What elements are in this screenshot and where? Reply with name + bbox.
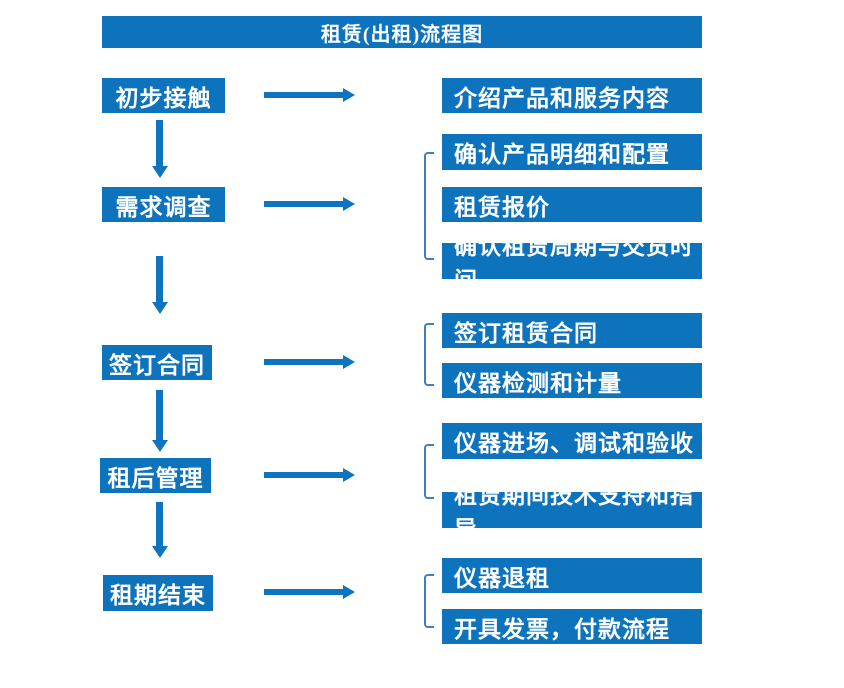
step-box-4: 租后管理	[100, 458, 211, 493]
group-bracket-2	[424, 323, 434, 386]
arrow-shaft	[264, 201, 344, 207]
detail-box-3: 租赁报价	[442, 187, 702, 222]
arrow-head-icon	[343, 355, 355, 369]
step-box-5: 租期结束	[103, 575, 213, 611]
detail-box-8: 租赁期间技术支持和指导	[442, 483, 702, 542]
arrow-head-icon	[152, 546, 168, 558]
arrow-head-icon	[152, 166, 168, 178]
right-arrow-1	[264, 88, 355, 102]
arrow-shaft	[264, 589, 344, 595]
arrow-shaft	[156, 390, 163, 442]
arrow-head-icon	[343, 88, 355, 102]
detail-box-5: 签订租赁合同	[442, 313, 702, 348]
group-bracket-1	[424, 152, 434, 260]
arrow-head-icon	[343, 468, 355, 482]
down-arrow-4	[152, 502, 168, 558]
group-bracket-3	[424, 444, 434, 499]
group-bracket-4	[424, 574, 434, 628]
arrow-head-icon	[343, 197, 355, 211]
arrow-head-icon	[343, 585, 355, 599]
right-arrow-2	[264, 197, 355, 211]
right-arrow-5	[264, 585, 355, 599]
down-arrow-1	[152, 120, 168, 178]
detail-box-6: 仪器检测和计量	[442, 363, 702, 398]
arrow-shaft	[264, 472, 344, 478]
right-arrow-3	[264, 355, 355, 369]
arrow-shaft	[156, 256, 163, 304]
right-arrow-4	[264, 468, 355, 482]
detail-box-1: 介绍产品和服务内容	[442, 78, 702, 113]
arrow-head-icon	[152, 440, 168, 452]
step-box-1: 初步接触	[102, 78, 225, 113]
down-arrow-2	[152, 256, 168, 314]
detail-box-4: 确认租赁周期与交货时间	[442, 234, 702, 293]
detail-box-9: 仪器退租	[442, 558, 702, 593]
detail-box-7: 仪器进场、调试和验收	[442, 423, 702, 459]
arrow-shaft	[264, 359, 344, 365]
flowchart-title: 租赁(出租)流程图	[102, 16, 702, 48]
step-box-3: 签订合同	[102, 345, 212, 380]
arrow-shaft	[264, 92, 344, 98]
down-arrow-3	[152, 390, 168, 452]
arrow-shaft	[156, 120, 163, 168]
arrow-head-icon	[152, 302, 168, 314]
detail-box-2: 确认产品明细和配置	[442, 134, 702, 170]
step-box-2: 需求调查	[102, 187, 225, 222]
arrow-shaft	[156, 502, 163, 548]
detail-box-10: 开具发票，付款流程	[442, 609, 702, 644]
